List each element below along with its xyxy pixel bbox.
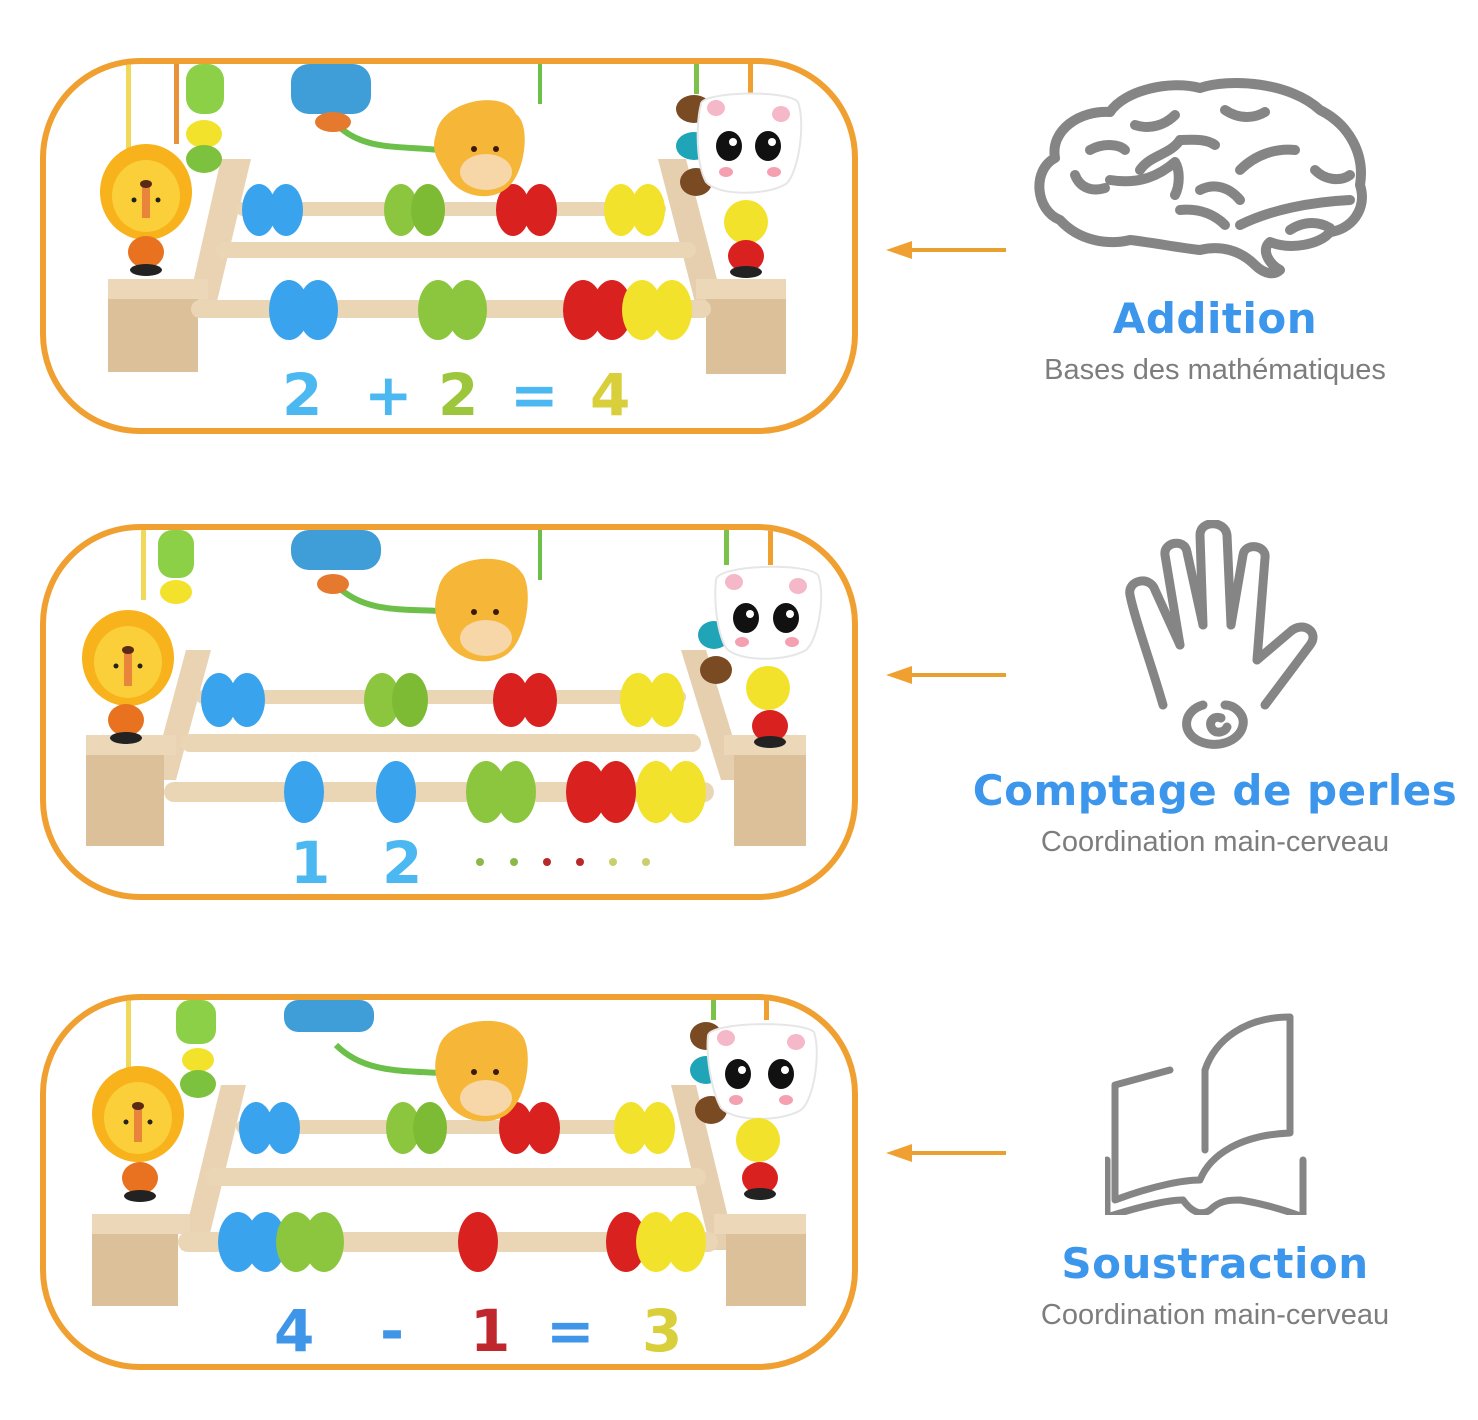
count-dot [576, 858, 584, 866]
count-dot [510, 858, 518, 866]
count-dot [642, 858, 650, 866]
feature-subtitle: Coordination main-cerveau [1040, 1299, 1390, 1331]
panda-figure [676, 64, 803, 278]
arrow-left-icon [886, 1144, 1006, 1162]
abacus-illustration [92, 1000, 818, 1306]
counting-dots [476, 858, 650, 866]
bottom-rod-beads [284, 761, 706, 823]
panda-figure [698, 530, 823, 748]
feature-title: Soustraction [1061, 1239, 1369, 1288]
brain-icon [1034, 78, 1367, 279]
top-rod-beads [242, 184, 665, 236]
bottom-rod-beads [218, 1212, 706, 1272]
feature-title: Addition [1112, 294, 1318, 343]
top-rod-beads [239, 1102, 675, 1154]
abacus-illustration [82, 530, 823, 866]
feature-addition: Addition Bases des mathématiques [960, 298, 1470, 385]
feature-subtraction: Soustraction Coordination main-cerveau [960, 1243, 1470, 1330]
arrow-left-icon [886, 666, 1006, 684]
arrow-left-icon [886, 241, 1006, 259]
top-rod-beads [201, 673, 684, 727]
feature-title: Comptage de perles [972, 766, 1458, 815]
count-dot [543, 858, 551, 866]
giraffe-figure [284, 1000, 528, 1122]
book-icon [1105, 1013, 1307, 1215]
giraffe-figure [291, 530, 542, 662]
abacus-panel-addition: 2 + 2 = 4 [40, 58, 858, 434]
feature-subtitle: Bases des mathématiques [1044, 354, 1386, 386]
lion-figure [100, 64, 224, 276]
count-dot [476, 858, 484, 866]
feature-counting: Comptage de perles Coordination main-cer… [960, 770, 1470, 857]
lion-figure [92, 1000, 216, 1202]
bottom-rod-beads [269, 280, 692, 340]
abacus-panel-counting: 1 2 [40, 524, 858, 900]
lion-figure [82, 530, 194, 744]
abacus-illustration [100, 64, 803, 374]
giraffe-figure [291, 64, 542, 197]
feature-subtitle: Coordination main-cerveau [1040, 826, 1390, 858]
count-dot [609, 858, 617, 866]
panda-figure [690, 1000, 818, 1200]
hand-icon [1125, 520, 1318, 749]
abacus-panel-subtraction: 4 - 1 = 3 [40, 994, 858, 1370]
